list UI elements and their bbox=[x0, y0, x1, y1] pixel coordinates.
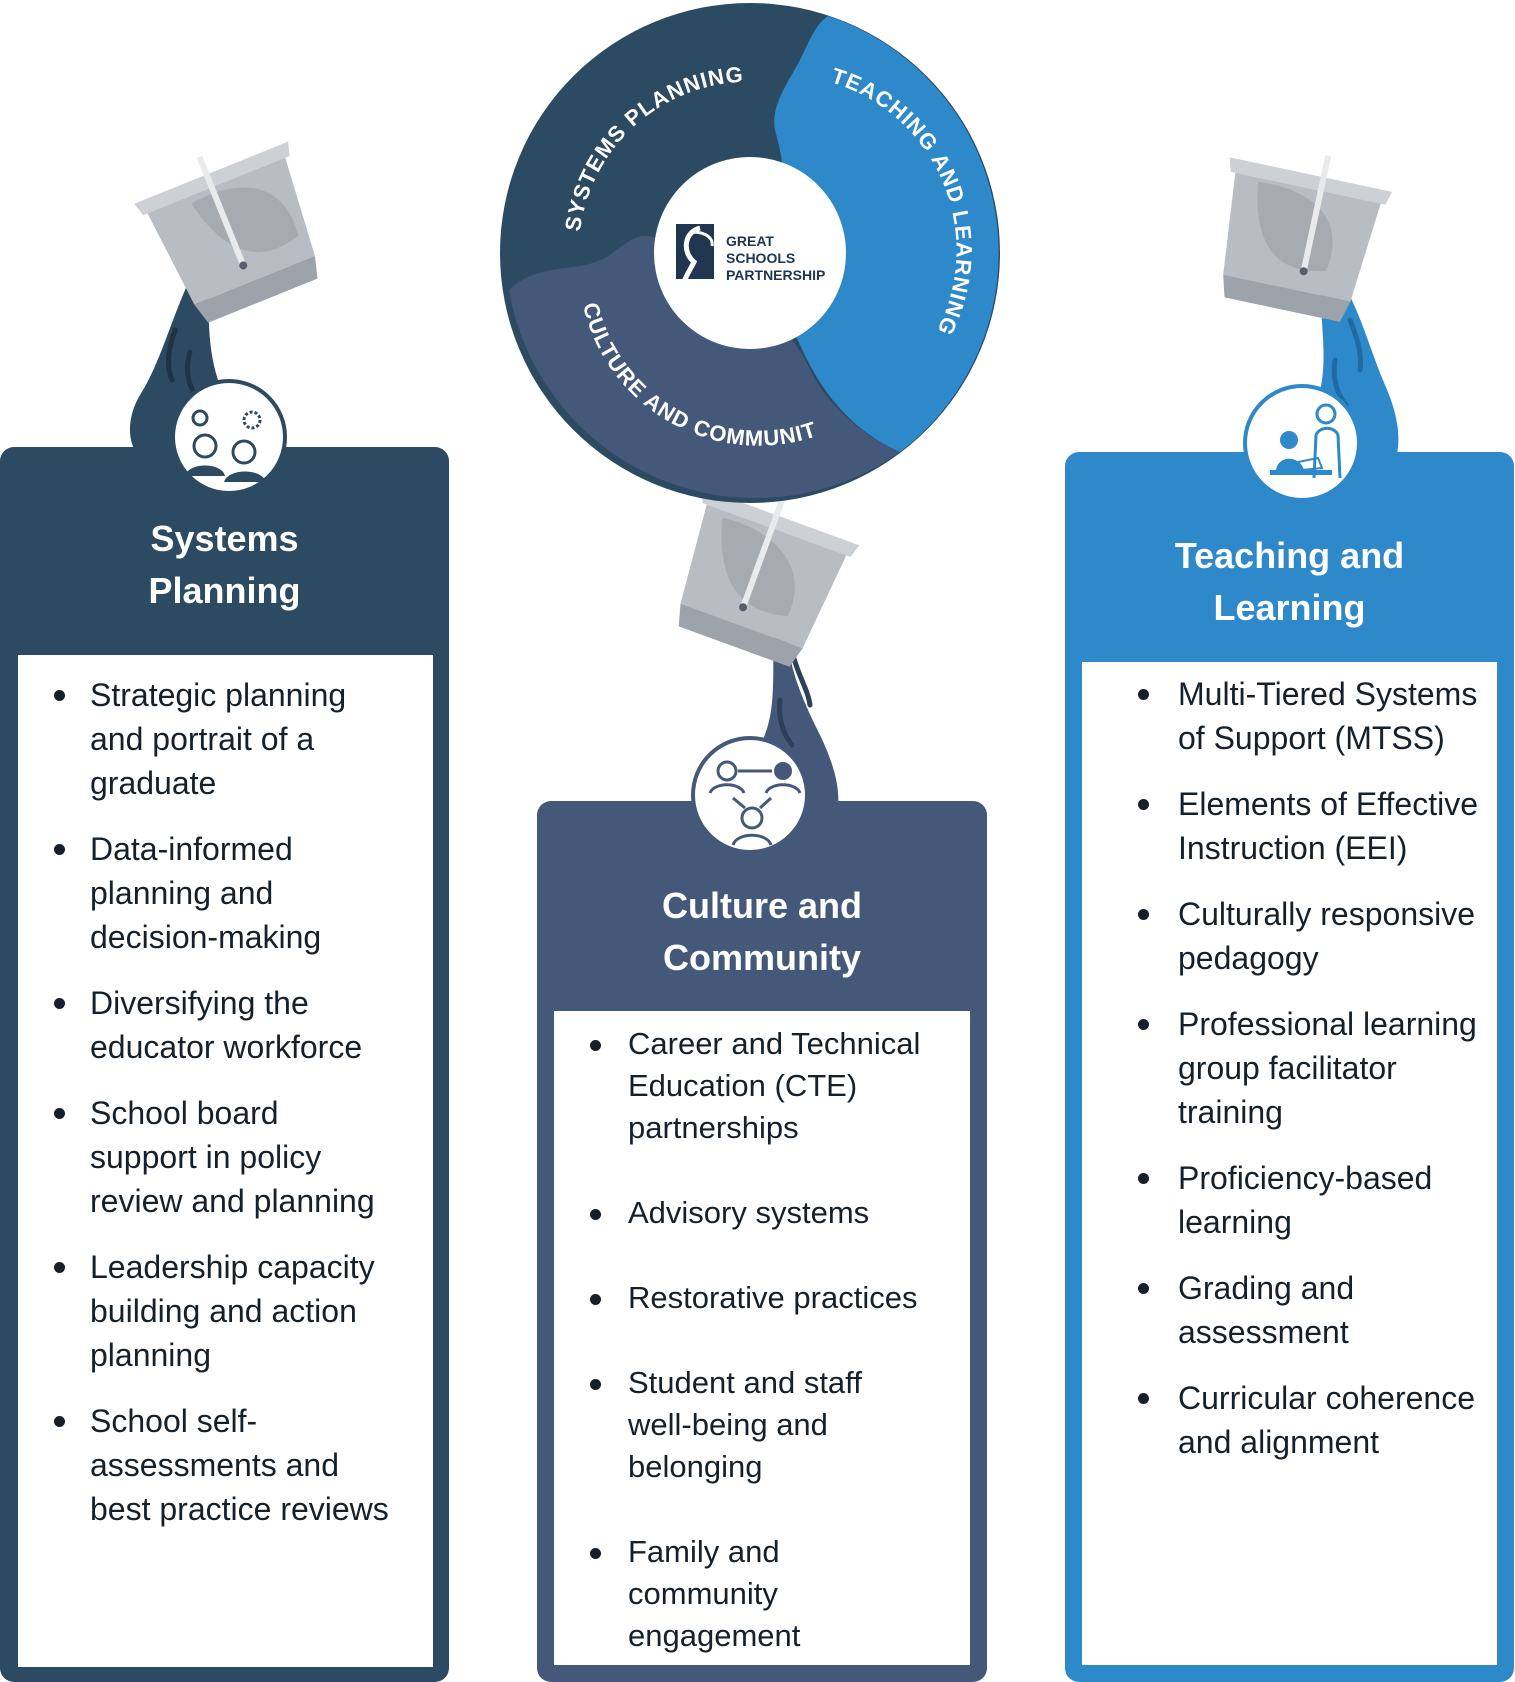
list-item-line: Leadership capacity bbox=[90, 1249, 375, 1285]
card-body: Multi-Tiered Systems of Support (MTSS) Ele… bbox=[1082, 662, 1497, 1665]
list-item: Data-informed planning and decision-making bbox=[18, 827, 433, 959]
list-item: Grading and assessment bbox=[1082, 1266, 1497, 1354]
list-item-line: planning bbox=[90, 1337, 211, 1373]
svg-text:GREAT: GREAT bbox=[726, 233, 774, 249]
list-item: Restorative practices bbox=[554, 1277, 970, 1319]
list-item: Advisory systems bbox=[554, 1192, 970, 1234]
gsp-logo: GREAT SCHOOLS PARTNERSHIP bbox=[676, 224, 825, 283]
list-item-line: decision-making bbox=[90, 919, 322, 955]
list-item-line: Student and staff bbox=[628, 1365, 862, 1400]
list-item-line: Curricular coherence bbox=[1178, 1380, 1476, 1416]
card-body: Strategic planning and portrait of a gradu… bbox=[18, 655, 433, 1667]
card-systems-planning: Systems Planning Strategic planning and p… bbox=[0, 447, 449, 1682]
list-item-line: belonging bbox=[628, 1449, 763, 1484]
list-item-line: assessments and bbox=[90, 1447, 340, 1483]
list-item-line: Data-informed bbox=[90, 831, 293, 867]
list-item-line: Professional learning bbox=[1178, 1006, 1477, 1042]
list-item: Culturally responsive pedagogy bbox=[1082, 892, 1497, 980]
list-item-line: pedagogy bbox=[1178, 940, 1319, 976]
wheel-hub bbox=[654, 157, 846, 349]
list-item: Diversifying the educator workforce bbox=[18, 981, 433, 1069]
service-list: Multi-Tiered Systems of Support (MTSS) Ele… bbox=[1082, 672, 1497, 1464]
list-item-line: well-being and bbox=[628, 1407, 828, 1442]
list-item: Proficiency-based learning bbox=[1082, 1156, 1497, 1244]
card-title: Teaching and Learning bbox=[1065, 530, 1514, 634]
card-title: Culture and Community bbox=[537, 880, 987, 984]
list-item-line: engagement bbox=[628, 1618, 801, 1653]
list-item-line: of Support (MTSS) bbox=[1178, 720, 1445, 756]
svg-text:SCHOOLS: SCHOOLS bbox=[726, 250, 795, 266]
list-item: Family and community engagement bbox=[554, 1531, 970, 1657]
card-title: Systems Planning bbox=[0, 513, 449, 617]
list-item-line: and alignment bbox=[1178, 1424, 1380, 1460]
service-list: Strategic planning and portrait of a gradu… bbox=[18, 673, 433, 1531]
bucket-systems bbox=[134, 141, 318, 323]
wheel-segment-culture bbox=[509, 235, 900, 499]
list-item: Multi-Tiered Systems of Support (MTSS) bbox=[1082, 672, 1497, 760]
list-item-line: community bbox=[628, 1576, 778, 1611]
list-item: Leadership capacity building and action pl… bbox=[18, 1245, 433, 1377]
list-item: School board support in policy review and … bbox=[18, 1091, 433, 1223]
list-item-line: School board bbox=[90, 1095, 279, 1131]
list-item-line: Instruction (EEI) bbox=[1178, 830, 1408, 866]
bucket-culture bbox=[678, 488, 860, 667]
list-item-line: Culturally responsive bbox=[1178, 896, 1476, 932]
list-item-line: partnerships bbox=[628, 1110, 799, 1145]
list-item-line: Multi-Tiered Systems bbox=[1178, 676, 1478, 712]
list-item-line: and portrait of a bbox=[90, 721, 315, 757]
card-title-line: Systems bbox=[150, 518, 299, 559]
list-item-line: group facilitator bbox=[1178, 1050, 1397, 1086]
list-item-line: assessment bbox=[1178, 1314, 1349, 1350]
list-item-line: learning bbox=[1178, 1204, 1292, 1240]
list-item: School self-assessments and best practice… bbox=[18, 1399, 433, 1531]
card-title-line: Planning bbox=[148, 570, 301, 611]
list-item-line: Restorative practices bbox=[628, 1280, 918, 1315]
list-item-line: review and planning bbox=[90, 1183, 375, 1219]
card-title-line: Culture and bbox=[661, 885, 862, 926]
list-item-line: training bbox=[1178, 1094, 1283, 1130]
bucket-teaching bbox=[1223, 155, 1393, 322]
list-item-line: planning and bbox=[90, 875, 274, 911]
card-teaching-learning: Teaching and Learning Multi-Tiered Syste… bbox=[1065, 452, 1514, 1682]
list-item-line: Family and bbox=[628, 1534, 780, 1569]
list-item-line: Diversifying the bbox=[90, 985, 309, 1021]
list-item-line: Education (CTE) bbox=[628, 1068, 858, 1103]
list-item-line: graduate bbox=[90, 765, 217, 801]
list-item-line: School self- bbox=[90, 1403, 258, 1439]
wheel-segment-teaching bbox=[760, 16, 999, 452]
card-title-line: Learning bbox=[1213, 587, 1366, 628]
list-item-line: Grading and bbox=[1178, 1270, 1355, 1306]
list-item-line: best practice reviews bbox=[90, 1491, 389, 1527]
list-item-line: Proficiency-based bbox=[1178, 1160, 1433, 1196]
list-item-line: Advisory systems bbox=[628, 1195, 870, 1230]
list-item-line: Elements of Effective bbox=[1178, 786, 1478, 822]
card-title-line: Community bbox=[663, 937, 861, 978]
list-item-line: support in policy bbox=[90, 1139, 322, 1175]
list-item: Curricular coherence and alignment bbox=[1082, 1376, 1497, 1464]
card-title-line: Teaching and bbox=[1174, 535, 1405, 576]
list-item-line: Career and Technical bbox=[628, 1026, 921, 1061]
list-item-line: Strategic planning bbox=[90, 677, 347, 713]
list-item-line: educator workforce bbox=[90, 1029, 363, 1065]
list-item: Student and staff well-being and belonging bbox=[554, 1362, 970, 1488]
list-item: Professional learning group facilitator tr… bbox=[1082, 1002, 1497, 1134]
list-item: Strategic planning and portrait of a gradu… bbox=[18, 673, 433, 805]
svg-text:PARTNERSHIP: PARTNERSHIP bbox=[726, 267, 825, 283]
card-culture-community: Culture and Community Career and Technic… bbox=[537, 801, 987, 1682]
list-item-line: building and action bbox=[90, 1293, 357, 1329]
